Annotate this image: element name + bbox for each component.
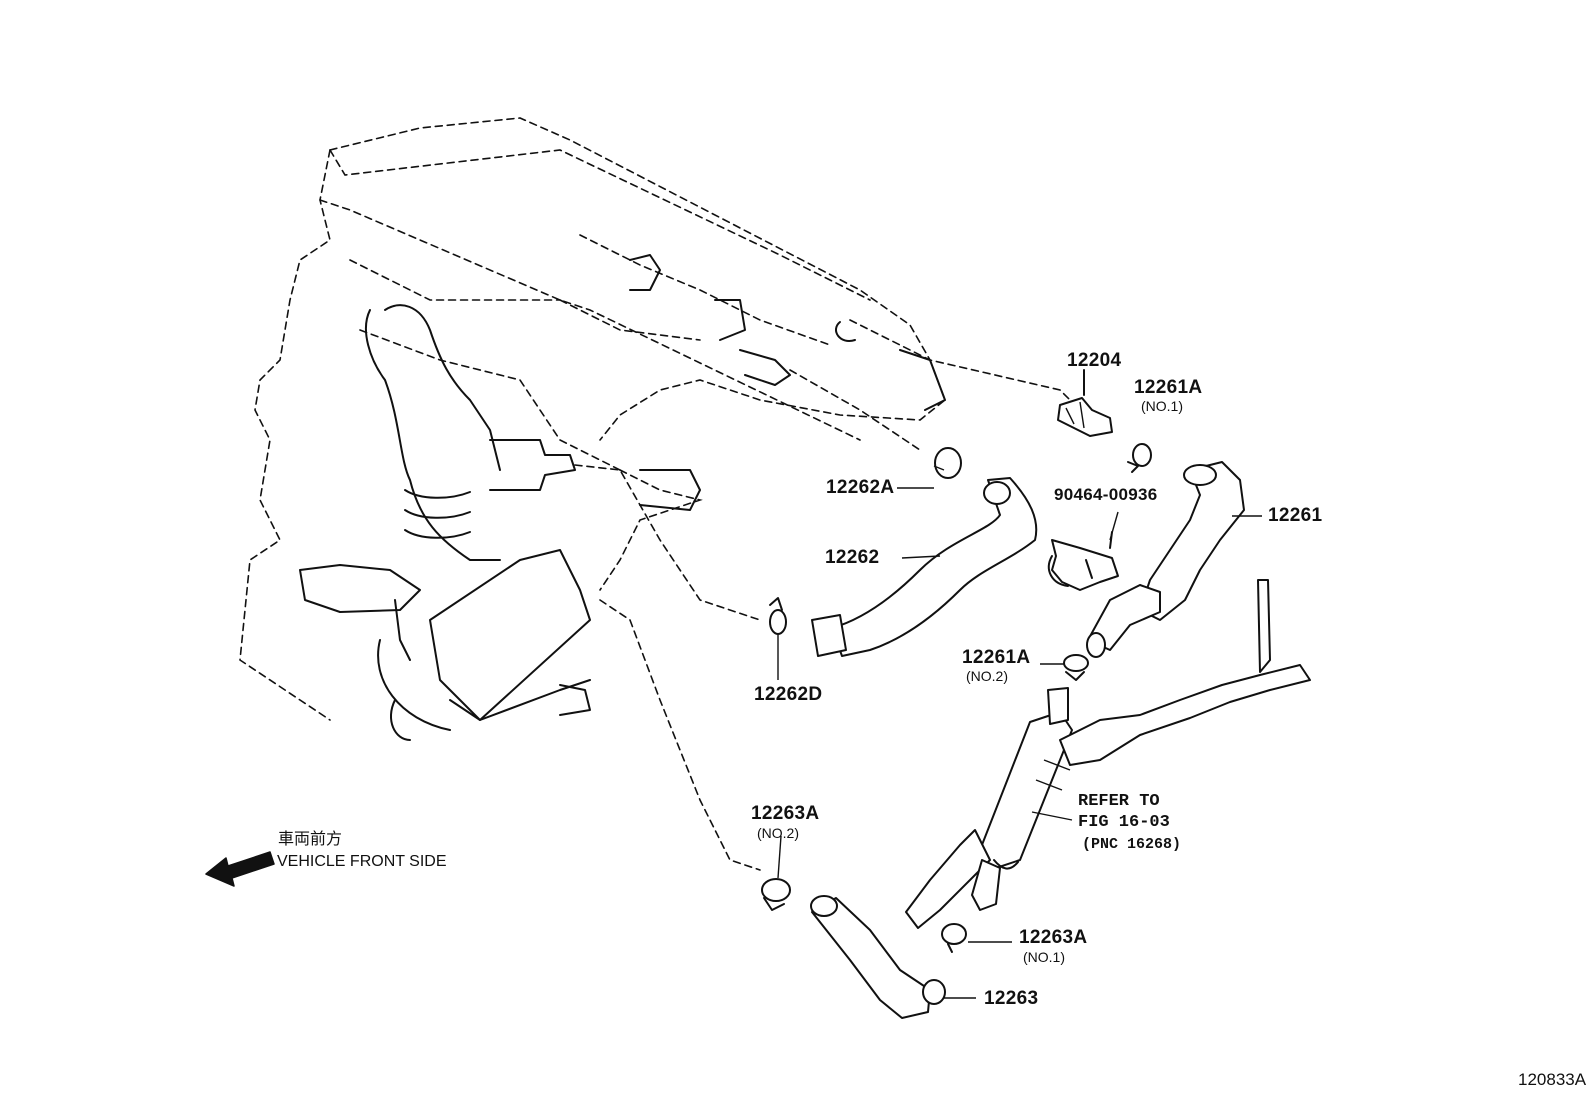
part-label-12263A-no1[interactable]: 12263A (1019, 927, 1088, 948)
engine-outline (239, 117, 1081, 871)
clip-12262D[interactable] (769, 597, 787, 635)
part-label-12262[interactable]: 12262 (825, 547, 880, 568)
figure-id: 120833A (1518, 1070, 1587, 1089)
part-label-12262A[interactable]: 12262A (826, 477, 895, 498)
part-note-12261A-no1: (NO.1) (1141, 398, 1183, 414)
part-label-12204[interactable]: 12204 (1067, 350, 1122, 371)
clip-12263A-no2[interactable] (761, 878, 791, 911)
clip-12263A-no1[interactable] (941, 923, 967, 953)
reference-line-3: (PNC 16268) (1082, 836, 1182, 853)
leader-lines (777, 487, 1262, 999)
pcv-valve[interactable] (1057, 369, 1113, 437)
part-note-12263A-no2: (NO.2) (757, 825, 799, 841)
coolant-pipe-assembly[interactable] (905, 579, 1311, 929)
hose-12263[interactable] (810, 895, 946, 1019)
hose-12262[interactable] (811, 477, 1038, 657)
left-arrow-icon (205, 851, 275, 887)
hose-12261[interactable] (1086, 461, 1245, 658)
part-label-12263A-no2[interactable]: 12263A (751, 803, 820, 824)
part-label-90464-00936[interactable]: 90464-00936 (1054, 485, 1158, 504)
reference-line-1: REFER TO (1078, 792, 1160, 811)
part-note-12263A-no1: (NO.1) (1023, 949, 1065, 965)
clip-12261A-no2[interactable] (1063, 654, 1089, 681)
clip-12262A[interactable] (933, 447, 962, 479)
clip-12261A-no1[interactable] (1127, 443, 1152, 473)
part-label-12261A-no1[interactable]: 12261A (1134, 377, 1203, 398)
part-label-12263[interactable]: 12263 (984, 988, 1039, 1009)
clamp-90464[interactable] (1047, 531, 1119, 591)
front-label-japanese: 車両前方 (278, 831, 343, 848)
part-label-12261A-no2[interactable]: 12261A (962, 647, 1031, 668)
engine-body (299, 254, 946, 741)
part-note-12261A-no2: (NO.2) (966, 668, 1008, 684)
part-label-12262D[interactable]: 12262D (754, 684, 823, 705)
part-label-12261[interactable]: 12261 (1268, 505, 1323, 526)
front-label-english: VEHICLE FRONT SIDE (277, 853, 447, 870)
reference-line-2[interactable]: FIG 16-03 (1078, 813, 1170, 832)
